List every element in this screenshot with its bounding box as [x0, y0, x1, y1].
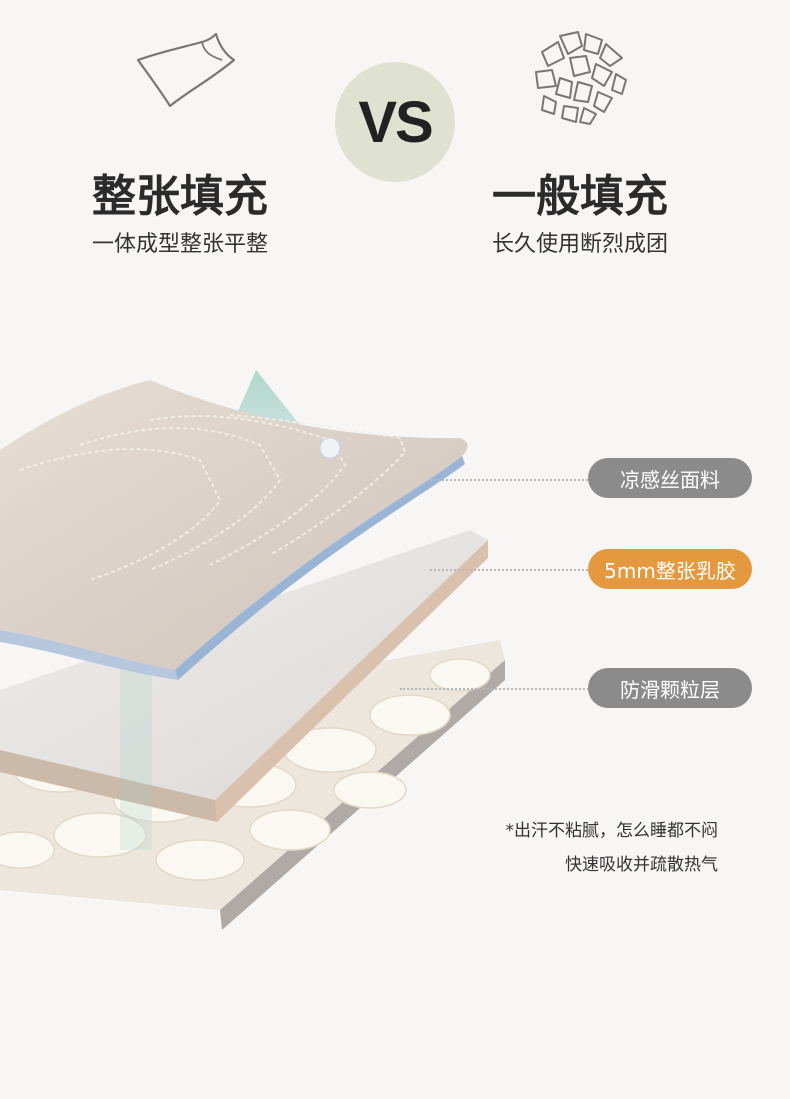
leader-line-fabric [430, 479, 600, 481]
note-line-1: *出汗不粘腻，怎么睡都不闷 [505, 821, 719, 841]
vs-label: VS [358, 89, 433, 155]
right-title: 一般填充 [492, 171, 668, 222]
left-subtitle: 一体成型整张平整 [91, 232, 268, 257]
latex-layer [0, 530, 488, 822]
label-granule: 防滑颗粒层 [588, 668, 752, 708]
sheet-icon [136, 32, 236, 108]
mattress-layers-illustration [0, 370, 505, 930]
label-fabric-text: 凉感丝面料 [620, 467, 720, 492]
right-subtitle: 长久使用断烈成团 [491, 232, 668, 257]
fragments-icon [535, 31, 627, 125]
label-latex-text: 5mm整张乳胶 [604, 558, 736, 583]
label-granule-text: 防滑颗粒层 [620, 677, 720, 702]
leader-line-granule [400, 688, 600, 690]
label-fabric: 凉感丝面料 [588, 458, 752, 498]
vs-badge: VS [335, 62, 455, 182]
note-line-2: 快速吸收并疏散热气 [565, 855, 718, 875]
left-title: 整张填充 [92, 171, 268, 222]
leader-line-latex [430, 569, 600, 571]
label-latex: 5mm整张乳胶 [588, 549, 752, 589]
fabric-layer [0, 380, 468, 680]
